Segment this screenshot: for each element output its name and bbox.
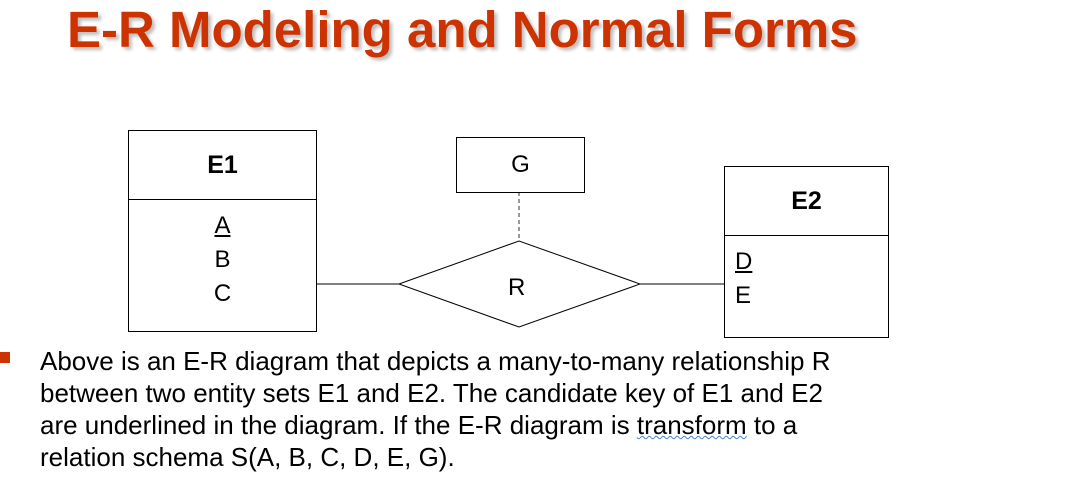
- slide-title: E-R Modeling and Normal Forms: [67, 1, 858, 58]
- text-line: are underlined in the diagram. If the E-…: [40, 409, 830, 441]
- text-segment: to a: [746, 410, 798, 440]
- entity-e1-attributes: A B C: [129, 209, 316, 311]
- relationship-attribute-g: G: [456, 137, 585, 193]
- attribute-c: C: [213, 280, 232, 307]
- relationship-diamond: [397, 240, 642, 328]
- text-line: relation schema S(A, B, C, D, E, G).: [40, 442, 455, 472]
- relationship-attribute-label: G: [511, 151, 530, 178]
- spellcheck-flagged-word: transform: [636, 410, 747, 440]
- entity-e1: E1 A B C: [128, 130, 317, 332]
- bullet-square-icon: [0, 352, 10, 363]
- attribute-a-key: A: [214, 212, 231, 239]
- entity-e1-name: E1: [129, 131, 316, 200]
- attribute-b: B: [214, 246, 231, 273]
- entity-e2-attributes: D E: [735, 245, 888, 313]
- text-line: between two entity sets E1 and E2. The c…: [40, 378, 823, 408]
- text-segment: are underlined in the diagram. If the E-…: [40, 410, 637, 440]
- attribute-e: E: [735, 282, 752, 309]
- text-line: Above is an E-R diagram that depicts a m…: [40, 346, 831, 376]
- question-text: Above is an E-R diagram that depicts a m…: [40, 345, 830, 473]
- entity-e2: E2 D E: [724, 166, 889, 338]
- relationship-label: R: [508, 274, 526, 301]
- entity-e2-name: E2: [725, 167, 888, 236]
- attribute-d-key: D: [735, 248, 753, 275]
